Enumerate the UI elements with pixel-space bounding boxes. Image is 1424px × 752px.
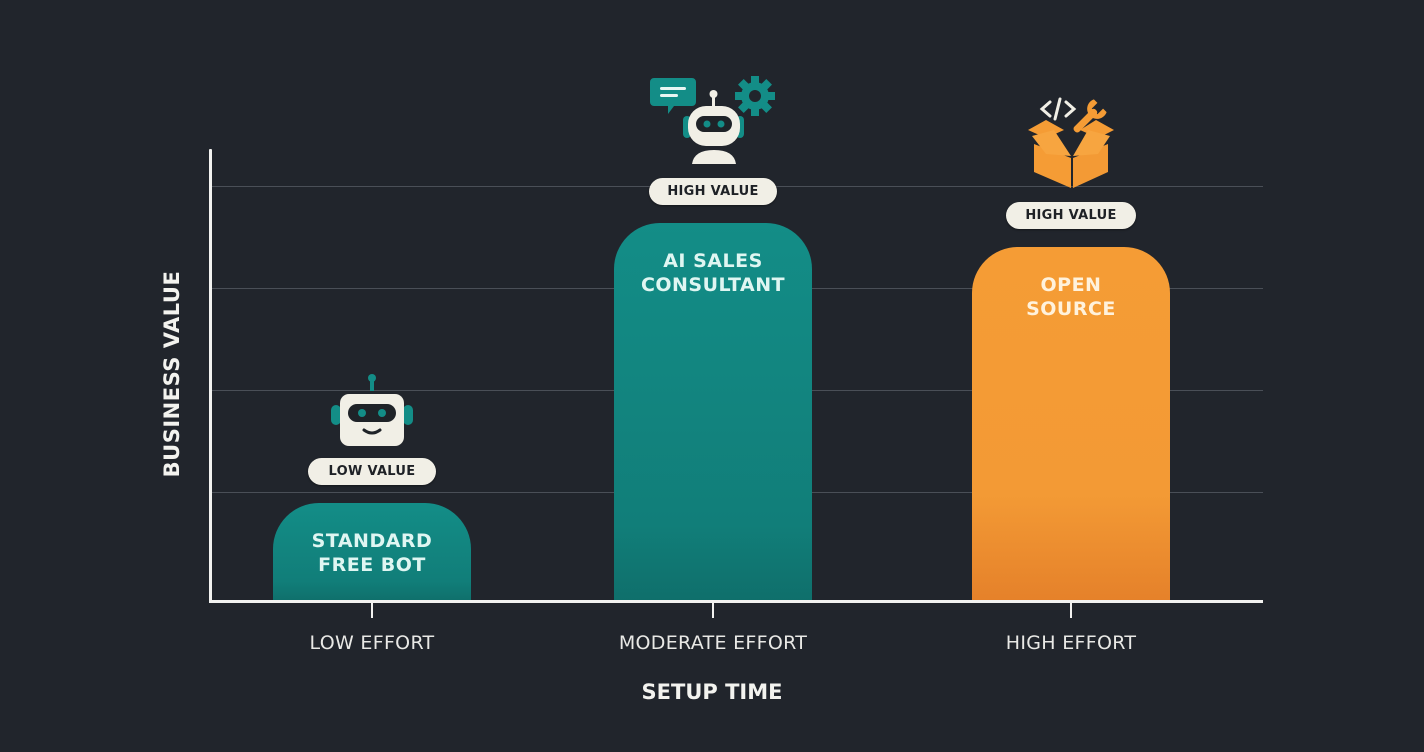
robot-with-chat-and-gear-icon bbox=[650, 74, 780, 166]
bar-label-line: OPEN bbox=[1040, 274, 1102, 296]
open-box-with-code-and-wrench-icon bbox=[1024, 94, 1120, 190]
bar-open-source: OPEN SOURCE bbox=[972, 247, 1170, 601]
x-category-label: LOW EFFORT bbox=[309, 632, 435, 654]
x-tick bbox=[712, 602, 714, 618]
x-axis-title: SETUP TIME bbox=[641, 680, 783, 704]
bar-standard-free-bot: STANDARD FREE BOT bbox=[273, 503, 471, 601]
bar-label-line: STANDARD bbox=[311, 530, 433, 552]
bar-label-line: FREE BOT bbox=[318, 554, 426, 576]
value-badge: HIGH VALUE bbox=[649, 178, 777, 205]
y-axis-title: BUSINESS VALUE bbox=[160, 270, 184, 478]
x-category-label: MODERATE EFFORT bbox=[618, 632, 808, 654]
bar-label-line: CONSULTANT bbox=[640, 274, 786, 296]
bar-label-line: AI SALES bbox=[663, 250, 763, 272]
bar-label: AI SALES CONSULTANT bbox=[641, 249, 785, 601]
x-category-label: HIGH EFFORT bbox=[1005, 632, 1137, 654]
x-tick bbox=[1070, 602, 1072, 618]
value-badge: LOW VALUE bbox=[308, 458, 436, 485]
bar-label-line: SOURCE bbox=[1026, 298, 1116, 320]
bar-label: STANDARD FREE BOT bbox=[312, 529, 433, 601]
bar-label: OPEN SOURCE bbox=[1026, 273, 1116, 601]
y-axis-line bbox=[209, 149, 212, 602]
value-badge: HIGH VALUE bbox=[1006, 202, 1136, 229]
bar-ai-sales-consultant: AI SALES CONSULTANT bbox=[614, 223, 812, 601]
x-tick bbox=[371, 602, 373, 618]
x-axis-line bbox=[209, 600, 1263, 603]
simple-robot-icon bbox=[328, 373, 418, 448]
